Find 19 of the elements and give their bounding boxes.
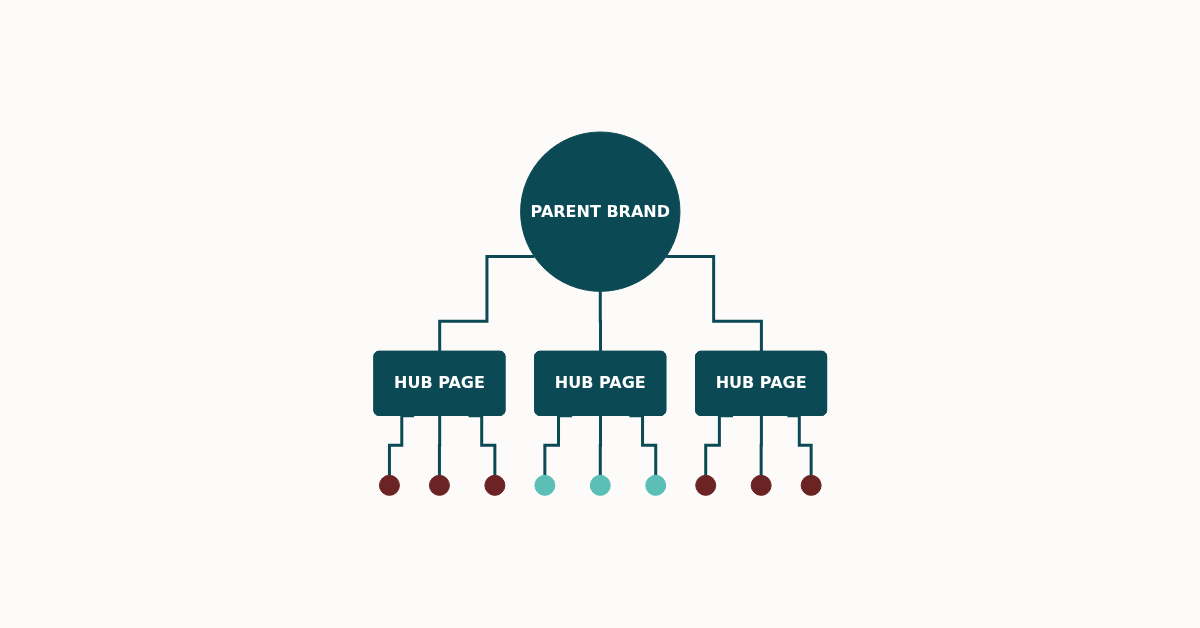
connector	[468, 414, 497, 478]
node-circle: PARENT BRAND	[519, 131, 681, 293]
node-circle	[589, 475, 611, 497]
connector	[759, 414, 763, 478]
connector	[629, 414, 657, 478]
connector	[703, 414, 733, 478]
connector	[598, 414, 602, 478]
connector	[543, 414, 572, 478]
node-circle	[644, 475, 666, 497]
connector	[787, 414, 813, 478]
node-circle	[800, 475, 822, 497]
node-circle	[750, 475, 772, 497]
node-circle	[378, 475, 400, 497]
connector	[437, 414, 442, 478]
connector	[387, 414, 414, 478]
node-circle	[534, 475, 556, 497]
node-circle	[428, 475, 450, 497]
node-circle	[694, 475, 716, 497]
node-circle	[484, 475, 506, 497]
